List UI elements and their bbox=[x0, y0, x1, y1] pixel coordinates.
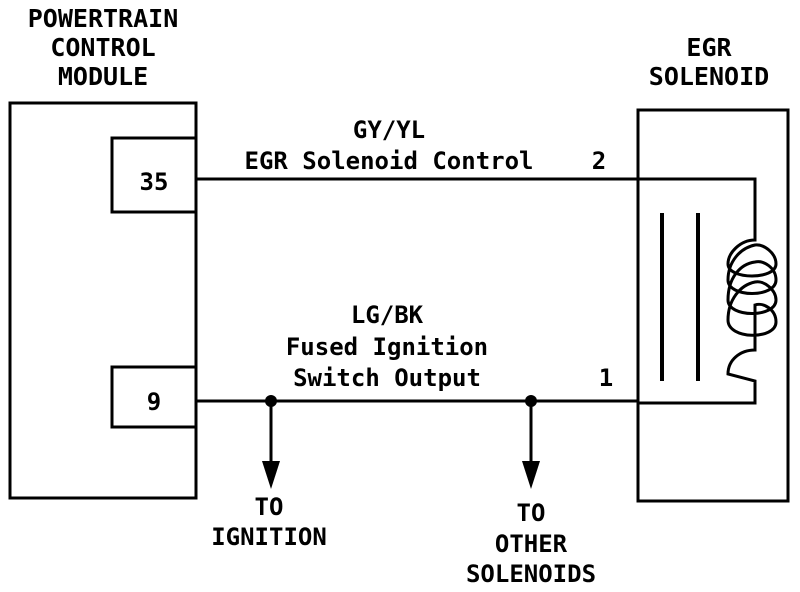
ignition-branch-line-2: IGNITION bbox=[211, 523, 327, 551]
control-wire-name: EGR Solenoid Control bbox=[245, 147, 534, 175]
solenoid-title-line-2: SOLENOID bbox=[649, 62, 769, 91]
pcm-title-line-2: CONTROL bbox=[50, 33, 155, 62]
power-wire-name-line-2: Switch Output bbox=[293, 364, 481, 392]
power-wire-pin: 1 bbox=[599, 364, 613, 392]
other-branch-line-1: TO bbox=[517, 499, 546, 527]
ignition-branch-line-1: TO bbox=[255, 493, 284, 521]
solenoid-title-line-1: EGR bbox=[686, 33, 732, 62]
other-branch-line-2: OTHER bbox=[495, 530, 568, 558]
pcm-title-line-1: POWERTRAIN bbox=[28, 4, 179, 33]
pcm-module-outline bbox=[8, 101, 198, 500]
other-arrow-icon bbox=[522, 461, 540, 489]
control-wire-pin: 2 bbox=[592, 147, 606, 175]
pin-35-box bbox=[110, 136, 198, 214]
power-wire-name-line-1: Fused Ignition bbox=[286, 333, 488, 361]
pin-9-box bbox=[110, 365, 198, 429]
other-branch-line-3: SOLENOIDS bbox=[466, 560, 596, 588]
ignition-arrow-icon bbox=[262, 461, 280, 489]
power-wire-color-code: LG/BK bbox=[351, 301, 424, 329]
pin-35-label: 35 bbox=[140, 168, 169, 196]
pcm-title-line-3: MODULE bbox=[58, 62, 148, 91]
solenoid-coil-icon bbox=[638, 177, 778, 405]
control-wire-color-code: GY/YL bbox=[353, 116, 425, 144]
pin-9-label: 9 bbox=[147, 388, 161, 416]
solenoid-outline bbox=[636, 108, 790, 503]
